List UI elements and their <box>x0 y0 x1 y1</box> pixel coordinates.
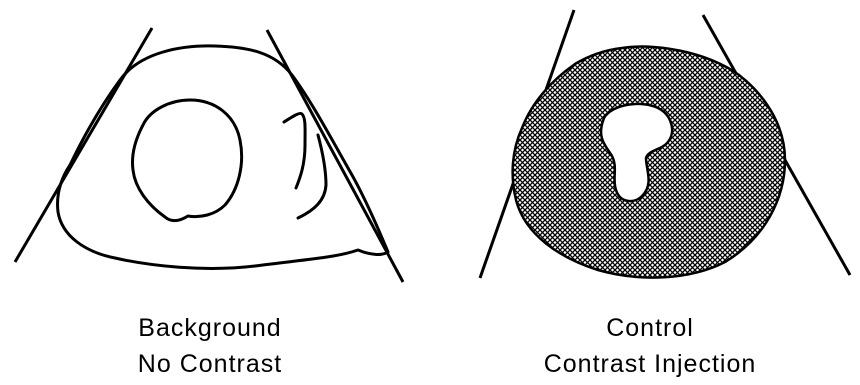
left-sector-left-edge <box>15 28 152 262</box>
right-panel <box>480 10 850 278</box>
right-contrast-fill <box>513 47 785 278</box>
left-panel <box>15 28 403 282</box>
right-caption-line2: Contrast Injection <box>500 346 800 382</box>
left-caption-line2: No Contrast <box>90 346 330 382</box>
left-wall-arc <box>284 113 305 188</box>
right-caption-line1: Control <box>500 310 800 346</box>
left-cavity-outline <box>132 100 241 221</box>
left-caption: Background No Contrast <box>90 310 330 382</box>
right-caption: Control Contrast Injection <box>500 310 800 382</box>
left-caption-line1: Background <box>90 310 330 346</box>
left-wall-arc-lower <box>298 135 326 218</box>
left-heart-outline <box>58 46 389 269</box>
